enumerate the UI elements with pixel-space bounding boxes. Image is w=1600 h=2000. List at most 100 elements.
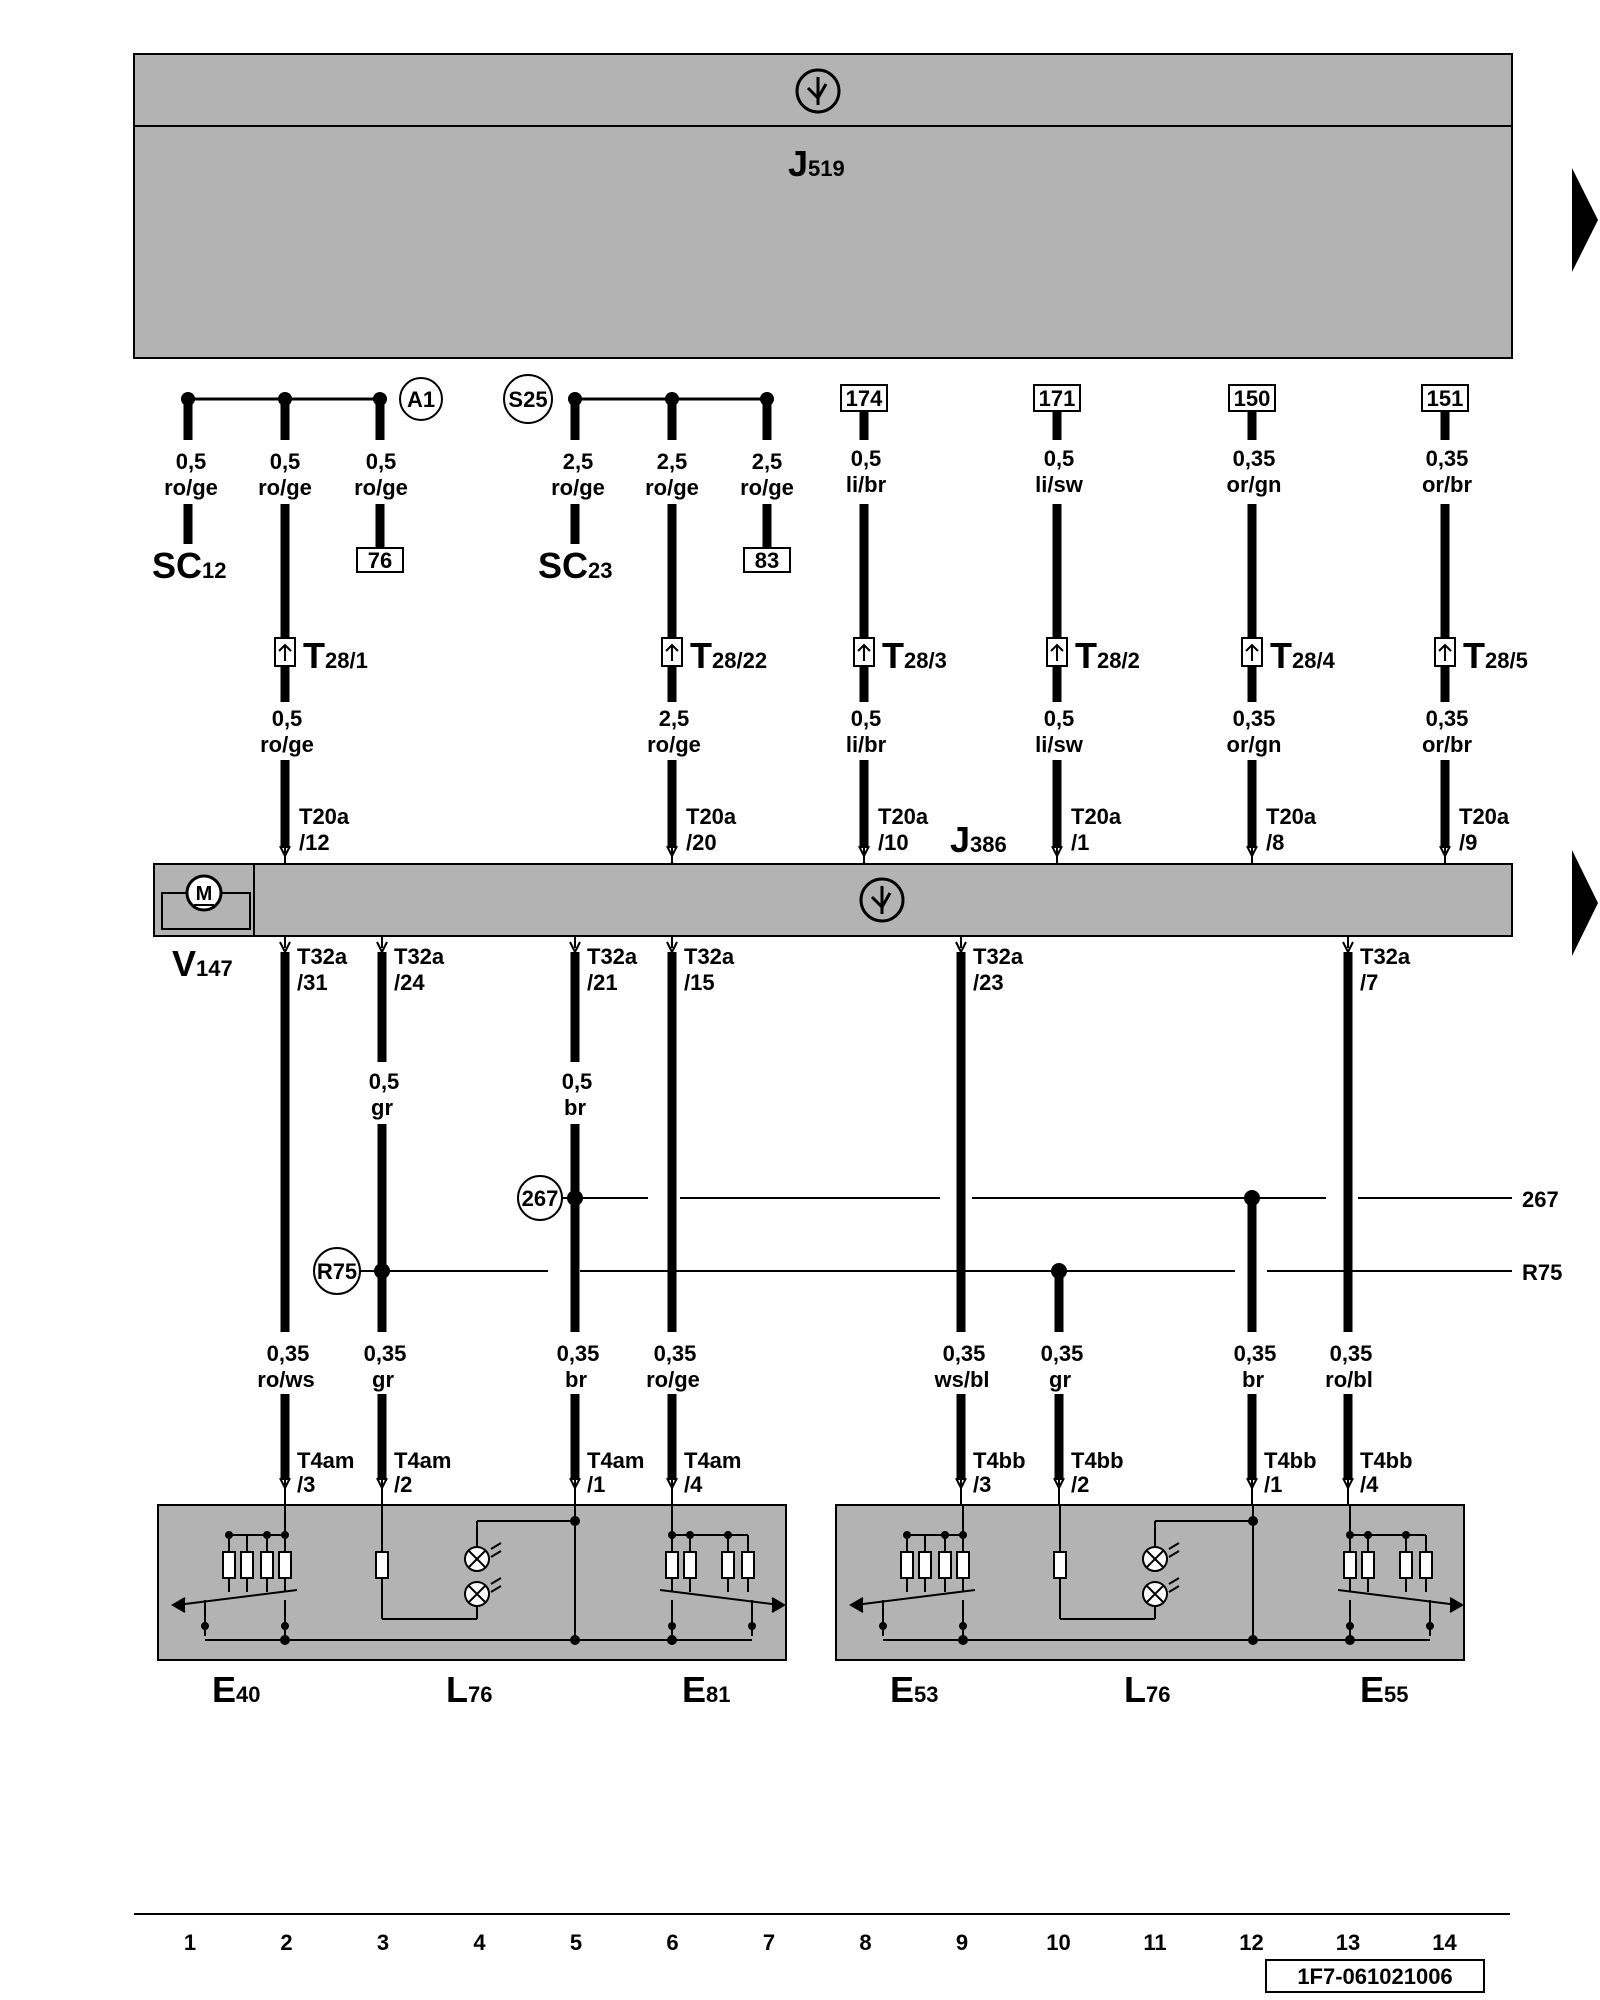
svg-text:T4am: T4am [684, 1448, 741, 1473]
svg-text:/12: /12 [299, 830, 330, 855]
grid-number: 9 [956, 1930, 968, 1955]
continue-arrow-top [1572, 168, 1598, 272]
svg-text:ws/bl: ws/bl [933, 1367, 989, 1392]
ref-box-151 [1421, 384, 1469, 412]
bus-r75: R75 R75 [313, 1247, 1562, 1295]
svg-text:0,35: 0,35 [1041, 1341, 1084, 1366]
sc12-label: SC12 [152, 545, 227, 586]
doc-code: 1F7-061021006 [1297, 1964, 1452, 1989]
svg-text:0,5: 0,5 [1044, 446, 1075, 471]
svg-text:li/sw: li/sw [1035, 472, 1084, 497]
svg-text:T4bb: T4bb [973, 1448, 1026, 1473]
svg-text:li/sw: li/sw [1035, 732, 1084, 757]
grid-number: 8 [859, 1930, 871, 1955]
doc-code-box [1265, 1959, 1485, 1993]
svg-text:/4: /4 [1360, 1472, 1379, 1497]
svg-text:T20a: T20a [878, 804, 929, 829]
svg-text:150: 150 [1234, 386, 1271, 411]
svg-text:ro/ge: ro/ge [258, 475, 312, 500]
svg-text:/24: /24 [394, 970, 425, 995]
svg-text:T4am: T4am [394, 1448, 451, 1473]
svg-text:/9: /9 [1459, 830, 1477, 855]
svg-text:267: 267 [1522, 1187, 1559, 1212]
svg-text:T32a: T32a [973, 944, 1024, 969]
svg-text:0,5: 0,5 [369, 1069, 400, 1094]
connector-t32a: T32a/15 [666, 936, 735, 1332]
grid-number: 6 [666, 1930, 678, 1955]
svg-text:ro/ge: ro/ge [260, 732, 314, 757]
junction-dot [567, 1190, 583, 1206]
svg-text:ro/ge: ro/ge [647, 732, 701, 757]
connector-t32a: T32a/24 [376, 936, 445, 1332]
j386-label: J386 [950, 819, 1007, 860]
svg-text:ro/ge: ro/ge [551, 475, 605, 500]
connector-label: T28/3 [882, 635, 947, 676]
svg-text:2,5: 2,5 [563, 449, 594, 474]
svg-text:T4am: T4am [587, 1448, 644, 1473]
component-label: L76 [446, 1669, 492, 1710]
svg-text:0,35: 0,35 [557, 1341, 600, 1366]
motor-icon: M [161, 874, 251, 930]
switch-internals-group [849, 1505, 1464, 1645]
svg-text:A1: A1 [407, 387, 435, 412]
svg-text:/8: /8 [1266, 830, 1284, 855]
svg-text:/1: /1 [1071, 830, 1089, 855]
svg-text:0,5: 0,5 [851, 446, 882, 471]
grid-number: 14 [1432, 1930, 1457, 1955]
svg-text:0,35: 0,35 [1233, 446, 1276, 471]
connector-t32a: T32a/7 [1342, 936, 1411, 1332]
ref-box-76 [356, 547, 404, 573]
component-label: E40 [212, 1669, 261, 1710]
grid-number: 13 [1336, 1930, 1360, 1955]
svg-text:T4am: T4am [297, 1448, 354, 1473]
connector-label: T28/2 [1075, 635, 1140, 676]
svg-text:gr: gr [372, 1367, 394, 1392]
sc23-label: SC23 [538, 545, 613, 586]
svg-text:ro/ge: ro/ge [646, 1367, 700, 1392]
svg-text:0,35: 0,35 [943, 1341, 986, 1366]
svg-text:T32a: T32a [587, 944, 638, 969]
grid-number: 10 [1046, 1930, 1070, 1955]
svg-text:T4bb: T4bb [1071, 1448, 1124, 1473]
component-label: E81 [682, 1669, 731, 1710]
svg-text:151: 151 [1427, 386, 1464, 411]
connector-label: T28/4 [1270, 635, 1336, 676]
svg-text:T20a: T20a [1266, 804, 1317, 829]
ref-box-171 [1033, 384, 1081, 412]
svg-text:171: 171 [1039, 386, 1076, 411]
connector-label: T28/5 [1463, 635, 1528, 676]
svg-text:0,5: 0,5 [366, 449, 397, 474]
connector-t32a: T32a/23 [955, 936, 1024, 1332]
svg-text:or/br: or/br [1422, 732, 1473, 757]
svg-text:/23: /23 [973, 970, 1004, 995]
component-label: E53 [890, 1669, 939, 1710]
svg-text:2,5: 2,5 [657, 449, 688, 474]
switch-internals-group [171, 1505, 786, 1645]
svg-text:/20: /20 [686, 830, 717, 855]
grid-number: 7 [763, 1930, 775, 1955]
svg-text:or/br: or/br [1422, 472, 1473, 497]
component-label: E55 [1360, 1669, 1409, 1710]
grid-number: 12 [1239, 1930, 1263, 1955]
svg-text:0,35: 0,35 [1426, 446, 1469, 471]
continue-arrow-bottom [1572, 850, 1598, 956]
svg-text:/1: /1 [1264, 1472, 1282, 1497]
svg-text:ro/bl: ro/bl [1325, 1367, 1373, 1392]
svg-text:T4bb: T4bb [1264, 1448, 1317, 1473]
svg-text:M: M [196, 883, 213, 905]
svg-text:0,35: 0,35 [364, 1341, 407, 1366]
v147-label: V147 [172, 943, 233, 984]
component-label: L76 [1124, 1669, 1170, 1710]
svg-text:or/gn: or/gn [1227, 732, 1282, 757]
